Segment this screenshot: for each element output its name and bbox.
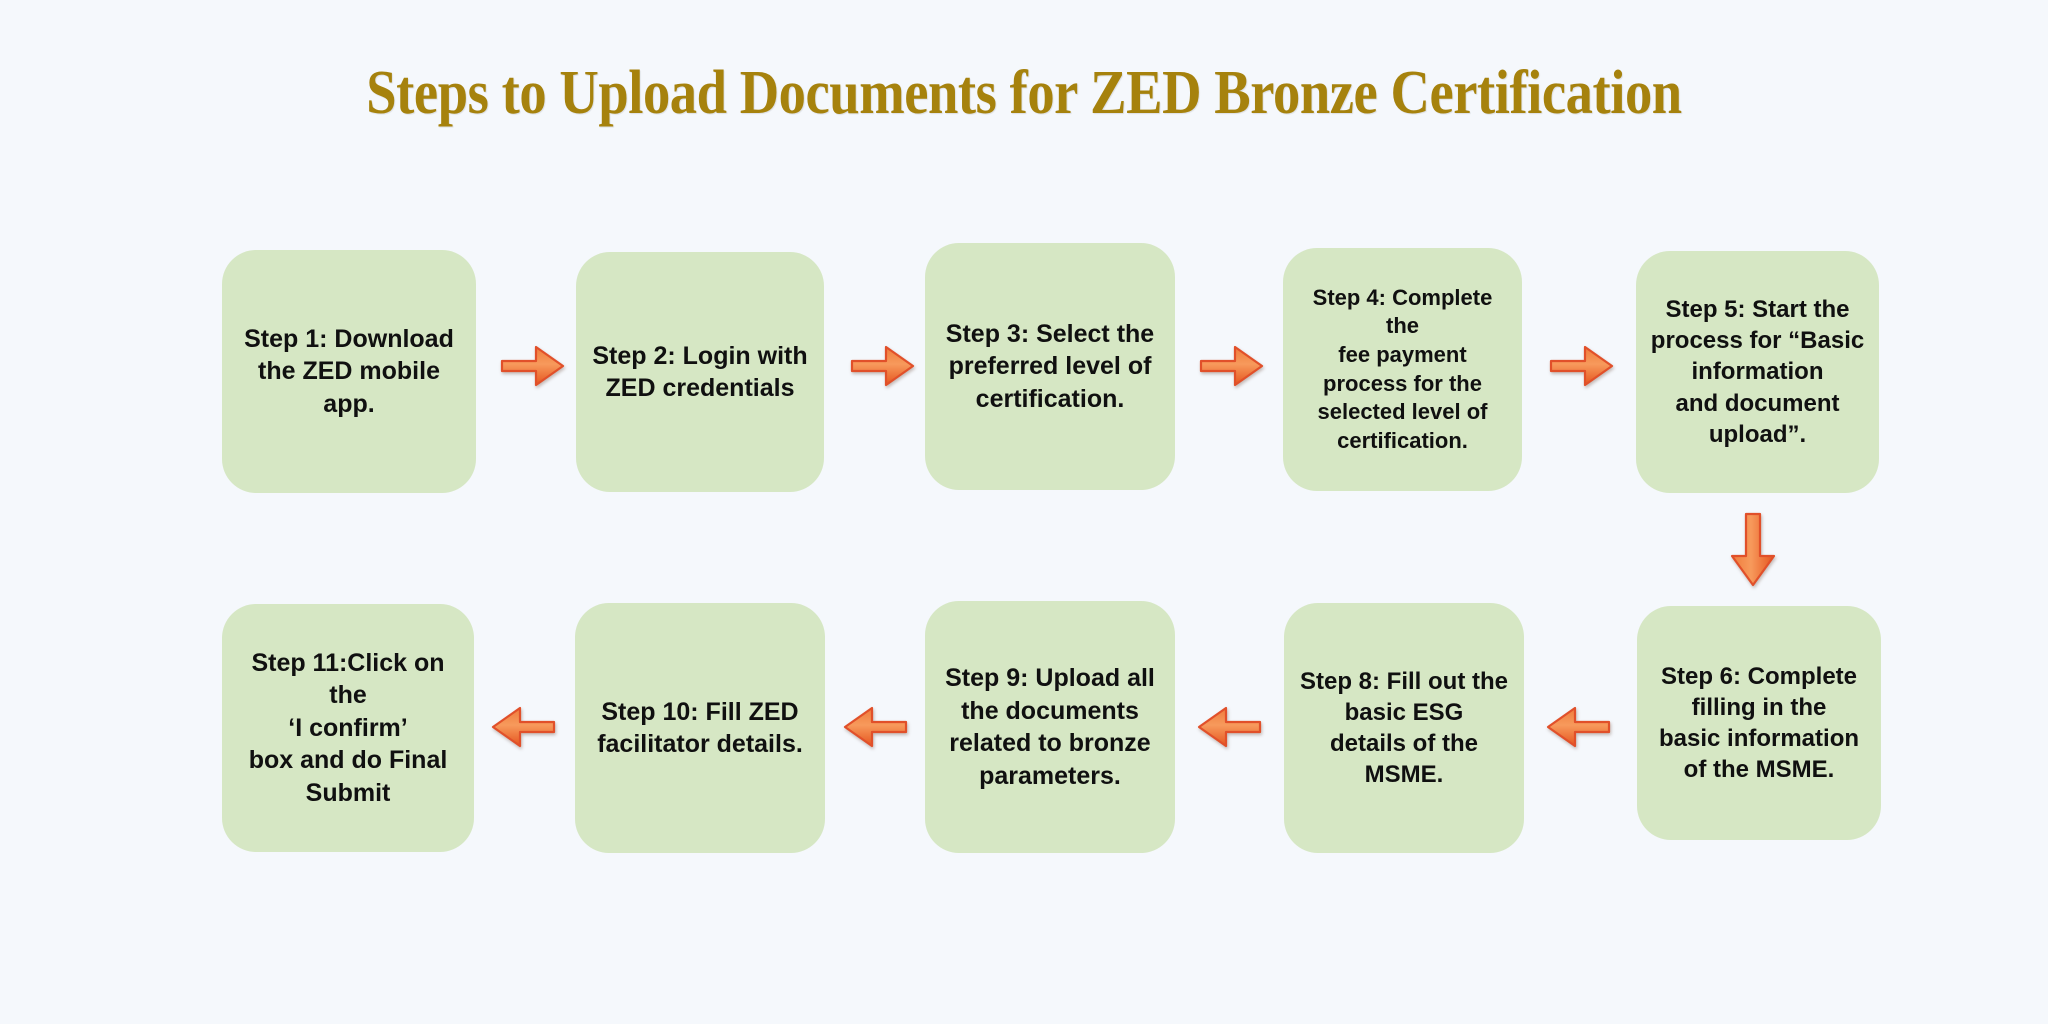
- arrow-right-1-2: [500, 342, 566, 390]
- arrow-right-3-4: [1199, 342, 1265, 390]
- step-box-5-label: Step 5: Start the process for “Basic inf…: [1650, 296, 1865, 448]
- arrow-left-6-8: [1545, 703, 1611, 751]
- arrow-right-4-5: [1549, 342, 1615, 390]
- step-box-3-label: Step 3: Select the preferred level of ce…: [945, 319, 1155, 413]
- step-box-4-label: Step 4: Complete the fee payment process…: [1312, 284, 1493, 453]
- step-box-5[interactable]: Step 5: Start the process for “Basic inf…: [1636, 251, 1879, 493]
- arrow-left-8-9: [1196, 703, 1262, 751]
- arrow-left-10-11: [490, 703, 556, 751]
- step-box-4[interactable]: Step 4: Complete the fee payment process…: [1283, 248, 1522, 491]
- step-box-2[interactable]: Step 2: Login with ZED credentials: [576, 252, 824, 492]
- step-box-1[interactable]: Step 1: Download the ZED mobile app.: [222, 250, 476, 493]
- step-box-10[interactable]: Step 10: Fill ZED facilitator details.: [575, 603, 825, 853]
- arrow-left-9-10: [842, 703, 908, 751]
- step-box-3[interactable]: Step 3: Select the preferred level of ce…: [925, 243, 1175, 490]
- arrow-right-2-3: [850, 342, 916, 390]
- step-box-10-label: Step 10: Fill ZED facilitator details.: [597, 697, 803, 759]
- step-box-8-label: Step 8: Fill out the basic ESG details o…: [1300, 667, 1508, 789]
- step-box-6-label: Step 6: Complete filling in the basic in…: [1658, 662, 1860, 784]
- step-box-6[interactable]: Step 6: Complete filling in the basic in…: [1637, 606, 1881, 840]
- step-box-2-label: Step 2: Login with ZED credentials: [592, 341, 808, 403]
- step-box-8[interactable]: Step 8: Fill out the basic ESG details o…: [1284, 603, 1524, 853]
- step-box-9-label: Step 9: Upload all the documents related…: [945, 664, 1155, 790]
- page-title: Steps to Upload Documents for ZED Bronze…: [366, 59, 1682, 127]
- step-box-9[interactable]: Step 9: Upload all the documents related…: [925, 601, 1175, 853]
- step-box-11-label: Step 11:Click on the ‘I confirm’ box and…: [248, 648, 448, 807]
- arrow-down-5-6: [1729, 512, 1777, 588]
- step-box-11[interactable]: Step 11:Click on the ‘I confirm’ box and…: [222, 604, 474, 852]
- step-box-1-label: Step 1: Download the ZED mobile app.: [244, 324, 454, 418]
